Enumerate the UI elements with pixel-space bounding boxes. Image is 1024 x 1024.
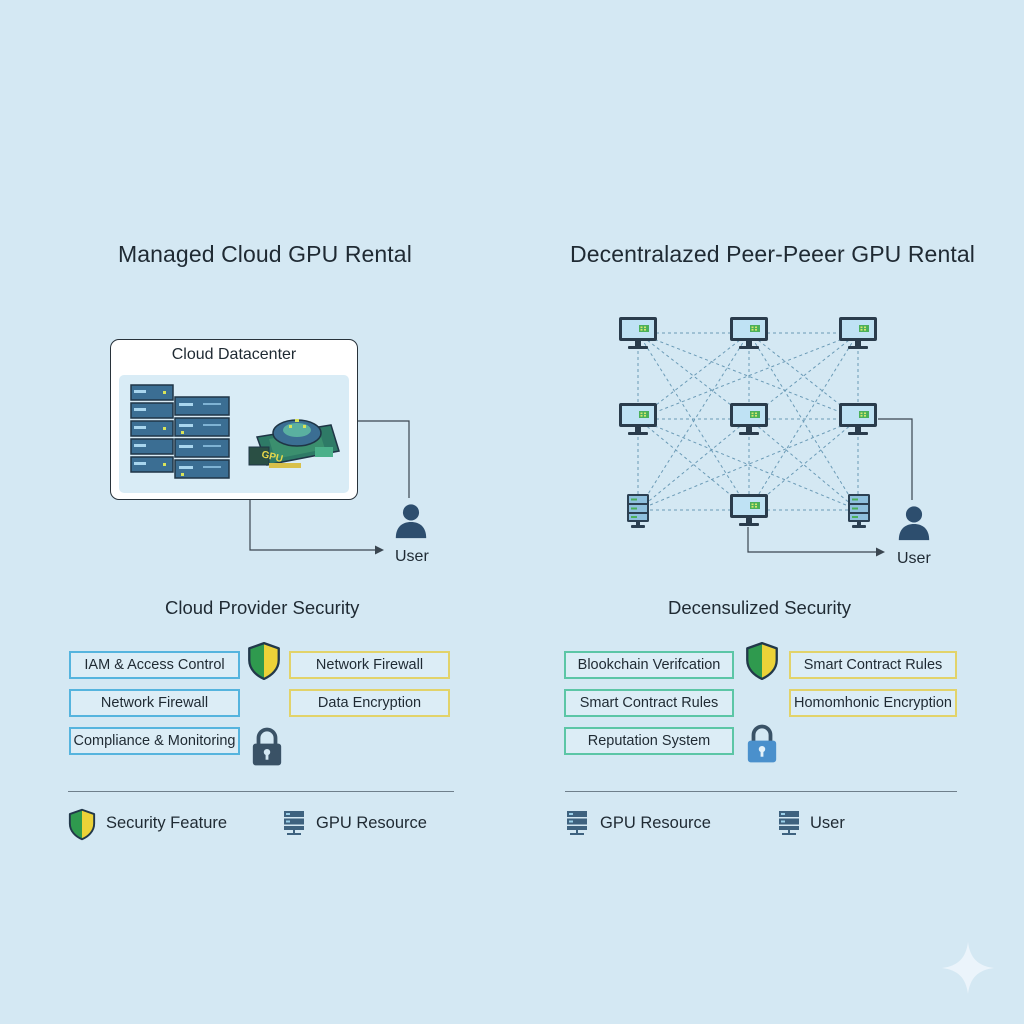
badge-compliance-monitoring: Compliance & Monitoring <box>69 727 240 755</box>
shield-icon <box>744 641 780 681</box>
server-icon <box>565 810 589 836</box>
badge-smart-contract-rules: Smart Contract Rules <box>789 651 957 679</box>
peer-monitor-icon <box>729 402 769 436</box>
peer-monitor-icon <box>729 493 769 527</box>
badge-iam-access-control: IAM & Access Control <box>69 651 240 679</box>
left-connectors <box>249 420 410 555</box>
badge-reputation-system: Reputation System <box>564 727 734 755</box>
peer-monitor-icon <box>729 316 769 350</box>
right-security-title: Decensulized Security <box>668 597 852 618</box>
left-user-label: User <box>395 548 429 565</box>
badge-blockchain-verification: Blookchain Verifcation <box>564 651 734 679</box>
left-divider <box>68 791 454 792</box>
legend-gpu-resource: GPU Resource <box>600 814 711 832</box>
legend-user: User <box>810 814 845 832</box>
right-panel-title: Decentralazed Peer-Peeer GPU Rental <box>570 241 975 267</box>
badge-smart-contract-rules: Smart Contract Rules <box>564 689 734 717</box>
shield-icon <box>246 641 282 681</box>
legend-gpu-resource: GPU Resource <box>316 814 427 832</box>
gpu-card-icon <box>248 419 340 468</box>
gpu-card-label: GPU <box>260 449 284 465</box>
server-icon <box>777 810 801 836</box>
badge-homomorphic-encryption: Homomhonic Encryption <box>789 689 957 717</box>
server-rack-icon <box>174 396 230 479</box>
right-user-label: User <box>897 550 931 567</box>
user-icon <box>895 504 933 542</box>
peer-monitor-icon <box>838 316 878 350</box>
cloud-datacenter-box: Cloud Datacenter <box>110 339 358 500</box>
peer-monitor-icon <box>618 316 658 350</box>
legend-security-feature: Security Feature <box>106 814 228 832</box>
left-panel-title: Managed Cloud GPU Rental <box>118 241 412 267</box>
shield-icon <box>67 808 97 841</box>
lock-icon <box>745 722 779 765</box>
badge-network-firewall: Network Firewall <box>289 651 450 679</box>
peer-server-icon <box>845 493 873 529</box>
peer-monitor-icon <box>618 402 658 436</box>
badge-network-firewall: Network Firewall <box>69 689 240 717</box>
left-security-title: Cloud Provider Security <box>165 597 360 618</box>
server-icon <box>282 810 306 836</box>
right-divider <box>565 791 957 792</box>
badge-data-encryption: Data Encryption <box>289 689 450 717</box>
datacenter-inner-panel: GPU <box>119 375 349 493</box>
sparkle-icon <box>942 942 994 994</box>
datacenter-illustration: GPU <box>130 384 340 479</box>
peer-monitor-icon <box>838 402 878 436</box>
lock-icon <box>250 725 284 768</box>
peer-server-icon <box>624 493 652 529</box>
cloud-datacenter-label: Cloud Datacenter <box>171 346 297 363</box>
server-rack-icon <box>130 384 174 473</box>
